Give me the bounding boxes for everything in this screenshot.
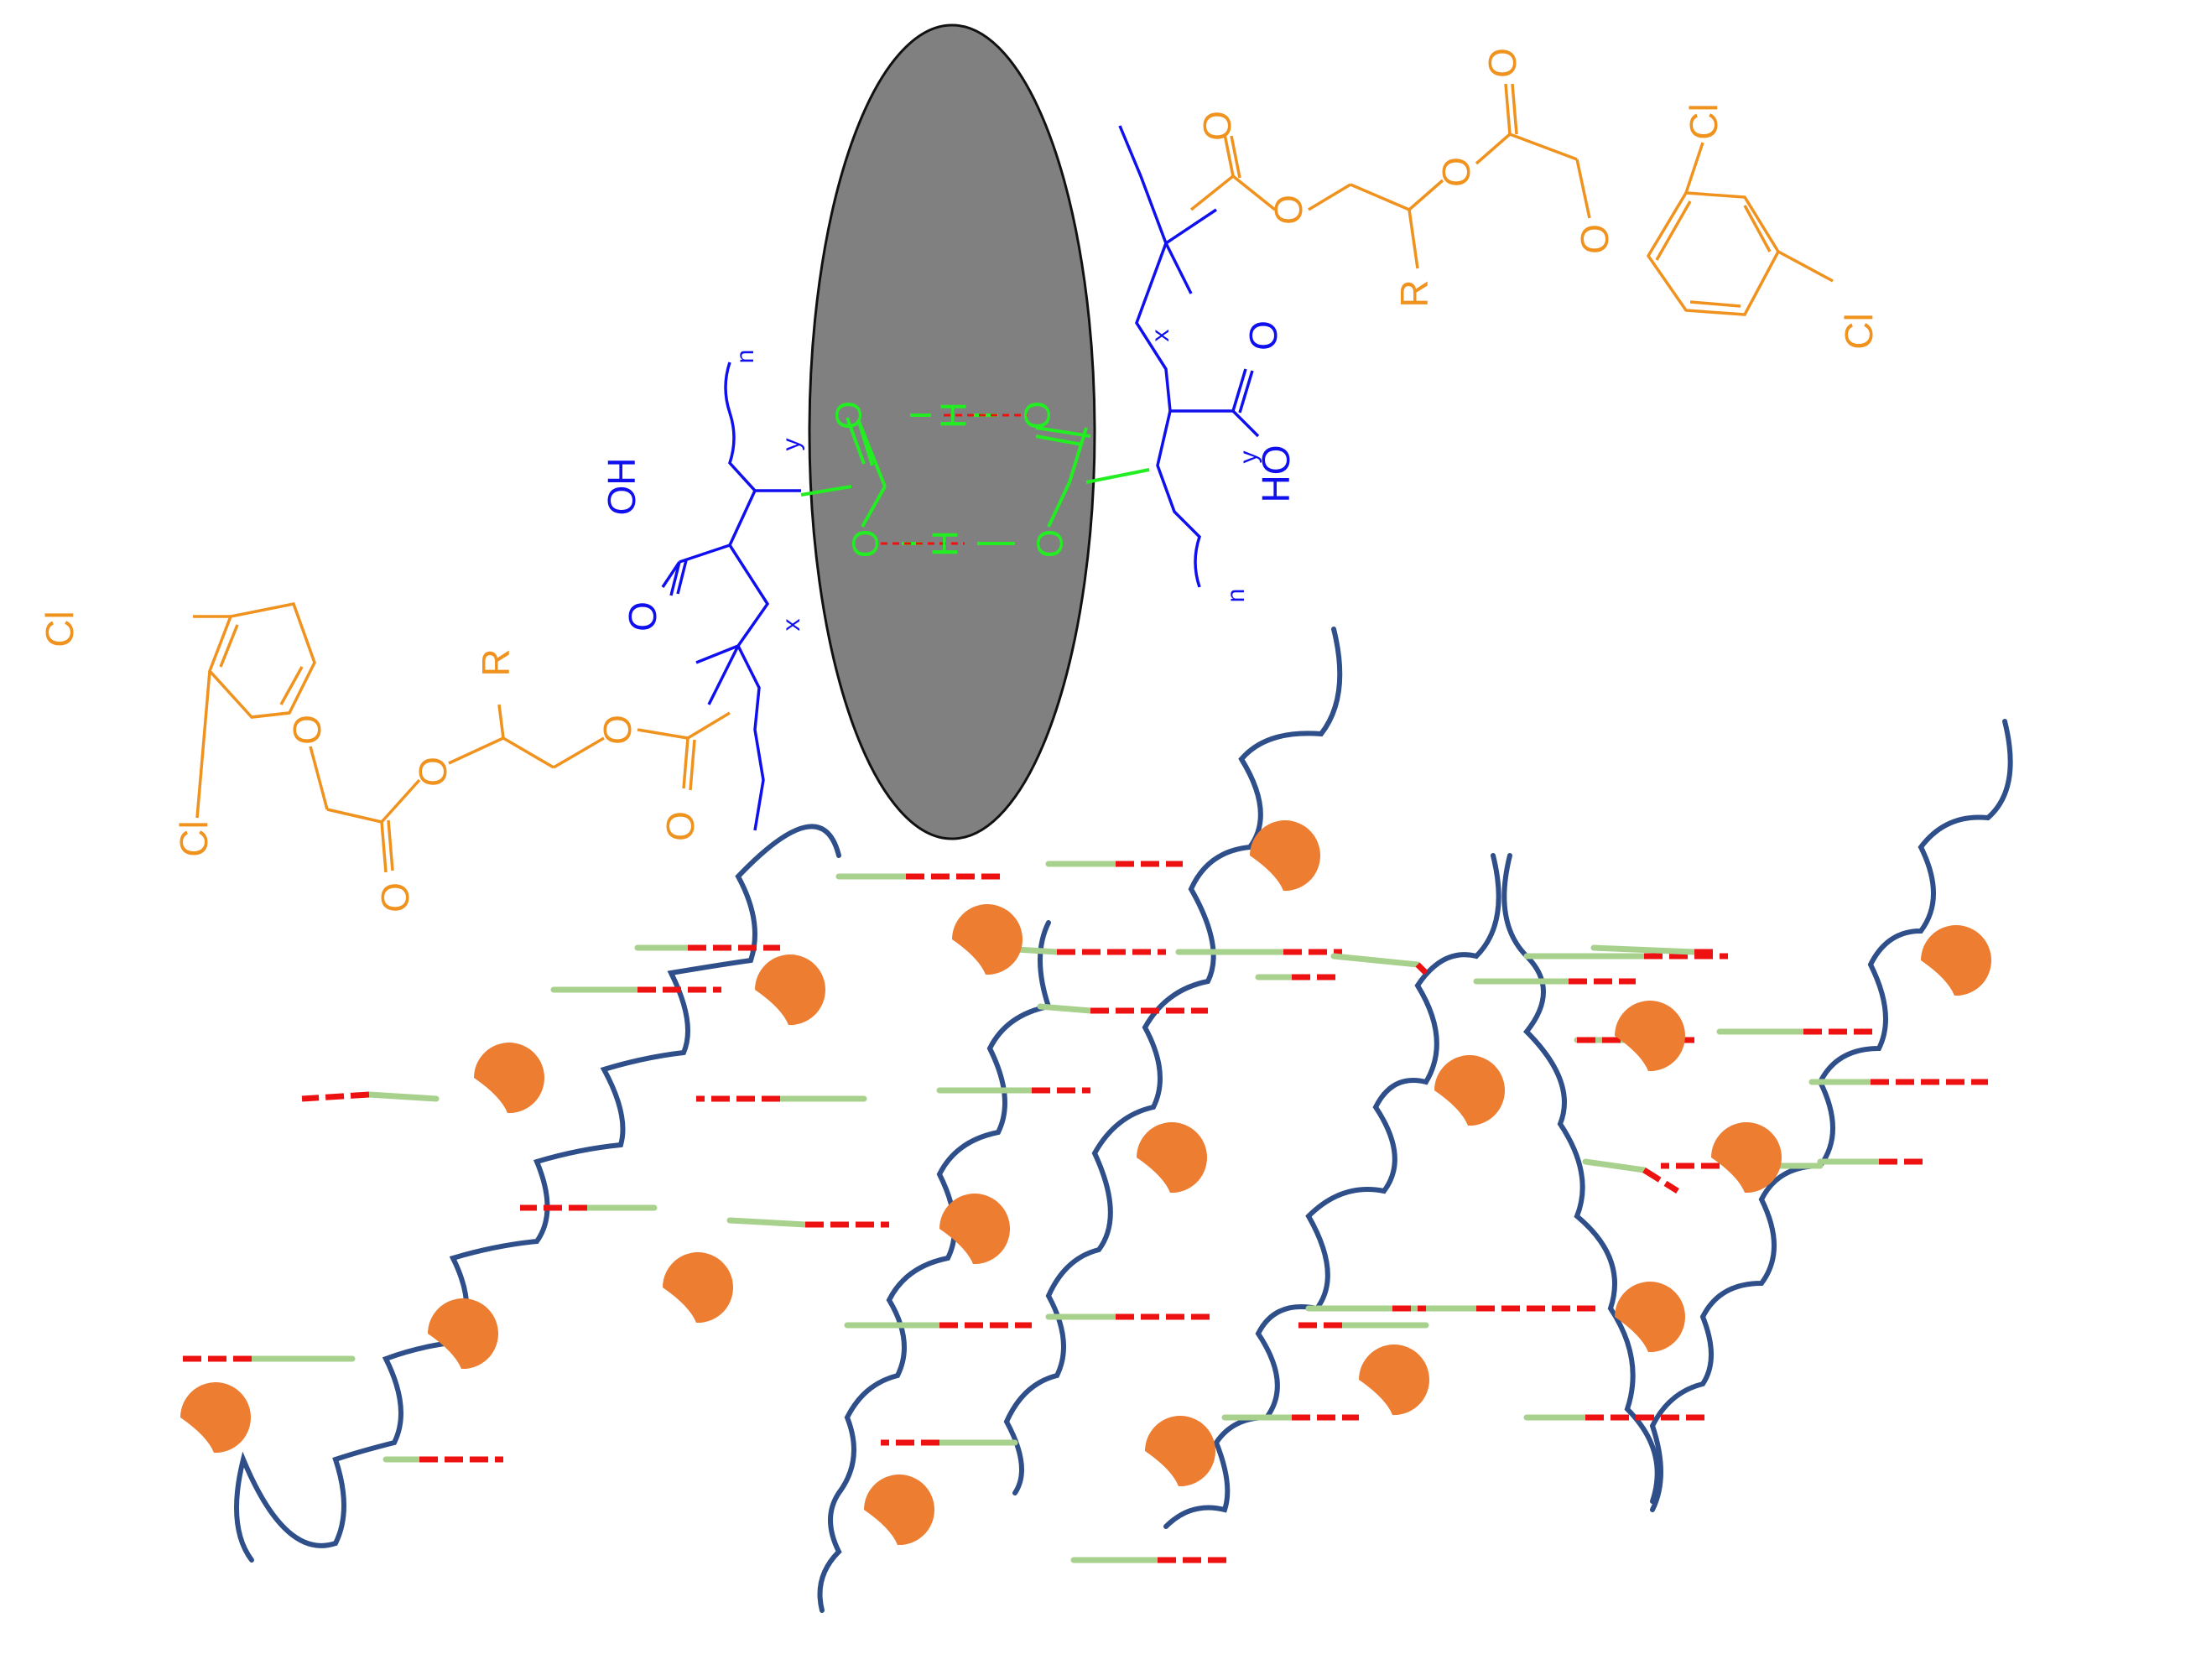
side-bond xyxy=(1590,944,1698,955)
subscript-n-label: n xyxy=(731,350,759,364)
chlorine-label: Cl xyxy=(38,611,81,647)
polymer-strand xyxy=(1003,627,1343,1495)
chlorine-label: Cl xyxy=(1837,313,1881,349)
orange-pendant-blob xyxy=(1359,1345,1429,1416)
side-bond xyxy=(1037,1003,1094,1014)
orange-pendant-blob xyxy=(1615,1282,1685,1353)
orange-pendant-blob xyxy=(1615,1001,1685,1072)
oxygen-label: O xyxy=(621,601,664,632)
side-bond xyxy=(1582,1158,1647,1173)
oxygen-label: O xyxy=(1267,195,1310,225)
orange-pendant-blob xyxy=(864,1475,934,1546)
right-polymer-backbone xyxy=(1118,125,1260,588)
hydrogen-bond-dimer xyxy=(800,413,1150,545)
side-bond xyxy=(1330,953,1421,968)
subscript-y-label: y xyxy=(778,439,805,451)
orange-pendant-blob xyxy=(180,1382,251,1454)
hydrogen-bond-dash xyxy=(301,1091,370,1102)
hydrogen-bond-dash xyxy=(1415,962,1428,975)
orange-pendant-blob xyxy=(1434,1055,1505,1126)
oxygen-label: O xyxy=(373,882,417,913)
chlorine-label: Cl xyxy=(172,820,216,856)
left-polymer-backbone xyxy=(661,361,801,831)
r-group-label: R xyxy=(1392,279,1436,307)
oxygen-label: O xyxy=(1480,48,1524,78)
hydrogen-bond-dash xyxy=(1642,1168,1679,1194)
oxygen-label: O xyxy=(1017,401,1059,429)
particle-ellipse xyxy=(808,23,1096,840)
oxygen-label: O xyxy=(1195,111,1239,141)
hydrogen-label: H xyxy=(934,402,975,429)
oxygen-label: O xyxy=(411,757,455,787)
chlorine-label: Cl xyxy=(1682,103,1725,139)
polymer-strand xyxy=(1501,853,1660,1504)
polymer-strand xyxy=(1649,719,2013,1512)
side-bond xyxy=(366,1091,440,1102)
orange-pendant-blob xyxy=(428,1298,498,1370)
subscript-x-label: x xyxy=(778,619,805,632)
oxygen-label: O xyxy=(596,715,639,745)
hydrogen-label: H xyxy=(925,530,966,557)
polymer-strand xyxy=(817,920,1052,1613)
oxygen-label: O xyxy=(1573,224,1616,254)
hydroxyl-label: HO xyxy=(1254,445,1298,503)
orange-pendant-blob xyxy=(1137,1122,1207,1194)
oxygen-label: O xyxy=(285,715,329,745)
left-ester-chain xyxy=(193,601,731,873)
subscript-x-label: x xyxy=(1147,330,1174,342)
oxygen-label: O xyxy=(1434,157,1478,187)
orange-pendant-blob xyxy=(952,904,1023,975)
orange-pendant-blob xyxy=(1145,1416,1215,1487)
orange-pendant-blob xyxy=(663,1252,734,1324)
hydrogen-bond-dashes xyxy=(881,413,1028,545)
oxygen-label: O xyxy=(846,529,887,558)
orange-pendant-blob xyxy=(755,954,825,1026)
network-background xyxy=(176,627,2013,1613)
subscript-y-label: y xyxy=(1235,451,1262,464)
polymer-strand xyxy=(234,824,841,1563)
orange-pendant-blob xyxy=(1921,925,1991,996)
polymer-strand xyxy=(1163,853,1501,1529)
hydroxyl-label: OH xyxy=(600,458,643,516)
orange-pendant-blob xyxy=(939,1194,1011,1265)
side-bond xyxy=(726,1217,809,1228)
oxygen-label: O xyxy=(1030,529,1071,558)
r-group-label: R xyxy=(474,648,518,676)
orange-pendant-blob xyxy=(474,1043,544,1114)
oxygen-label: O xyxy=(658,811,702,841)
orange-pendant-blob xyxy=(1250,820,1321,892)
orange-pendant-blob xyxy=(1711,1122,1782,1194)
subscript-n-label: n xyxy=(1222,589,1250,603)
oxygen-label: O xyxy=(1241,320,1285,351)
right-ester-chain xyxy=(1189,83,1834,316)
oxygen-label: O xyxy=(829,401,870,429)
